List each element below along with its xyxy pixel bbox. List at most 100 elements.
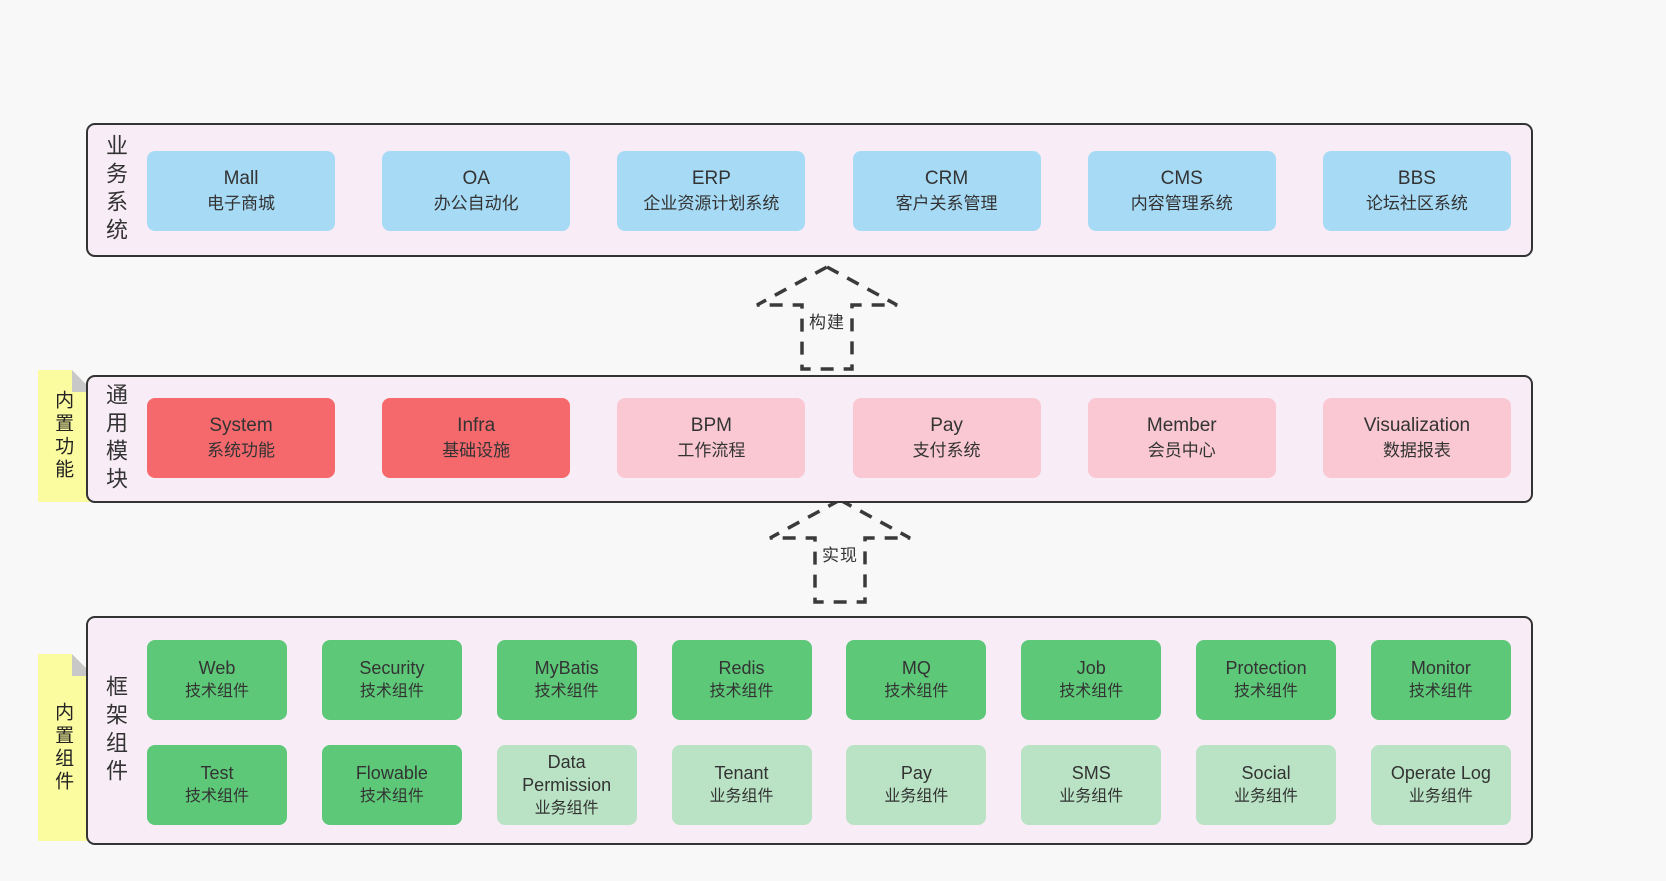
diagram-box-bbs: BBS 论坛社区系统 [1322, 151, 1511, 231]
up-arrow-icon [756, 265, 898, 371]
box-title: Redis [718, 658, 765, 678]
box-subtitle: 客户关系管理 [895, 194, 998, 213]
box-title: Member [1146, 415, 1217, 436]
business-box-row: Mall 电子商城 OA 办公自动化 ERP 企业资源计划系统 CRM 客户关系管理 CMS 内容… [147, 151, 1511, 231]
diagram-box-erp: ERP 企业资源计划系统 [617, 151, 806, 231]
box-subtitle: 业务组件 [1234, 788, 1299, 805]
box-title: Security [359, 658, 425, 678]
box-subtitle: 支付系统 [912, 441, 981, 460]
box-title: Pay [930, 415, 963, 436]
box-subtitle: 系统功能 [207, 441, 275, 460]
diagram-box-monitor: Monitor 技术组件 [1370, 640, 1511, 720]
layer-label-framework-components: 框架组件 [103, 674, 128, 787]
up-arrow-icon [769, 498, 911, 604]
layer-label-business-systems: 业务系统 [103, 134, 128, 246]
diagram-box-security: Security 技术组件 [321, 640, 462, 720]
diagram-box-flowable: Flowable 技术组件 [321, 745, 462, 825]
box-subtitle: 内容管理系统 [1130, 194, 1233, 213]
box-subtitle: 技术组件 [1234, 683, 1299, 700]
box-subtitle: 技术组件 [359, 683, 424, 700]
box-subtitle: 业务组件 [1059, 788, 1124, 805]
diagram-box-mq: MQ 技术组件 [846, 640, 987, 720]
diagram-box-mybatis: MyBatis 技术组件 [496, 640, 637, 720]
box-title: System [209, 415, 273, 436]
box-subtitle: 论坛社区系统 [1365, 194, 1468, 213]
box-subtitle: 业务组件 [884, 788, 949, 805]
box-title: Job [1076, 658, 1106, 678]
sticky-note-label: 内置组件 [52, 701, 74, 794]
diagram-box-redis: Redis 技术组件 [671, 640, 812, 720]
box-title: SMS [1071, 763, 1111, 783]
box-subtitle: 业务组件 [1408, 788, 1473, 805]
box-subtitle: 数据报表 [1382, 441, 1451, 460]
box-subtitle: 办公自动化 [433, 194, 519, 213]
box-title: BPM [690, 415, 732, 436]
box-subtitle: 技术组件 [359, 788, 424, 805]
box-title: Mall [223, 168, 259, 189]
diagram-box-pay: Pay 业务组件 [846, 745, 987, 825]
box-title: Infra [457, 415, 496, 436]
box-subtitle: 技术组件 [1408, 683, 1473, 700]
box-subtitle: 电子商城 [207, 194, 275, 213]
diagram-box-protection: Protection 技术组件 [1196, 640, 1337, 720]
box-subtitle: 业务组件 [534, 799, 599, 817]
diagram-box-job: Job 技术组件 [1021, 640, 1162, 720]
box-subtitle: 技术组件 [534, 683, 599, 700]
diagram-box-tenant: Tenant 业务组件 [671, 745, 812, 825]
box-title: BBS [1397, 168, 1436, 189]
box-subtitle: 技术组件 [184, 683, 249, 700]
sticky-note-builtin-features: 内置功能 [38, 370, 94, 502]
diagram-box-member: Member 会员中心 [1087, 398, 1276, 478]
box-subtitle: 会员中心 [1147, 441, 1216, 460]
diagram-box-mall: Mall 电子商城 [147, 151, 335, 231]
box-subtitle: 技术组件 [884, 683, 949, 700]
diagram-box-cms: CMS 内容管理系统 [1087, 151, 1276, 231]
layer-label-common-modules: 通用模块 [103, 383, 128, 495]
box-title: Test [200, 763, 234, 783]
diagram-box-test: Test 技术组件 [147, 745, 287, 825]
box-title: Social [1241, 763, 1291, 783]
box-title: Data Permission [522, 751, 612, 795]
diagram-box-system: System 系统功能 [147, 398, 335, 478]
build-arrow-label: 构建 [807, 308, 847, 333]
box-title: Flowable [355, 763, 428, 783]
box-subtitle: 企业资源计划系统 [643, 194, 780, 213]
box-title: MQ [901, 658, 931, 678]
box-title: Protection [1225, 658, 1307, 678]
diagram-box-infra: Infra 基础设施 [382, 398, 571, 478]
layer-business-systems: 业务系统 Mall 电子商城 OA 办公自动化 ERP 企业资源计划系统 CRM 客户关系管理… [86, 123, 1533, 257]
diagram-box-data-permission: Data Permission 业务组件 [496, 745, 637, 825]
box-subtitle: 基础设施 [442, 441, 511, 460]
diagram-box-sms: SMS 业务组件 [1021, 745, 1162, 825]
diagram-box-crm: CRM 客户关系管理 [852, 151, 1041, 231]
diagram-box-oa: OA 办公自动化 [382, 151, 571, 231]
box-title: Monitor [1410, 658, 1471, 678]
box-title: CRM [924, 168, 969, 189]
box-title: ERP [691, 168, 731, 189]
box-title: MyBatis [534, 658, 599, 678]
implement-arrow-label: 实现 [820, 541, 860, 566]
sticky-note-label: 内置功能 [52, 390, 74, 482]
box-subtitle: 技术组件 [184, 788, 249, 805]
box-subtitle: 业务组件 [709, 788, 774, 805]
build-arrow: 构建 [752, 262, 902, 374]
implement-arrow: 实现 [765, 495, 915, 607]
box-title: Pay [900, 763, 932, 783]
diagram-box-pay: Pay 支付系统 [852, 398, 1041, 478]
box-title: Visualization [1363, 415, 1471, 436]
box-subtitle: 技术组件 [709, 683, 774, 700]
box-title: OA [462, 168, 490, 189]
box-title: Tenant [714, 763, 769, 783]
box-subtitle: 技术组件 [1059, 683, 1124, 700]
diagram-box-social: Social 业务组件 [1196, 745, 1337, 825]
box-title: CMS [1160, 168, 1203, 189]
